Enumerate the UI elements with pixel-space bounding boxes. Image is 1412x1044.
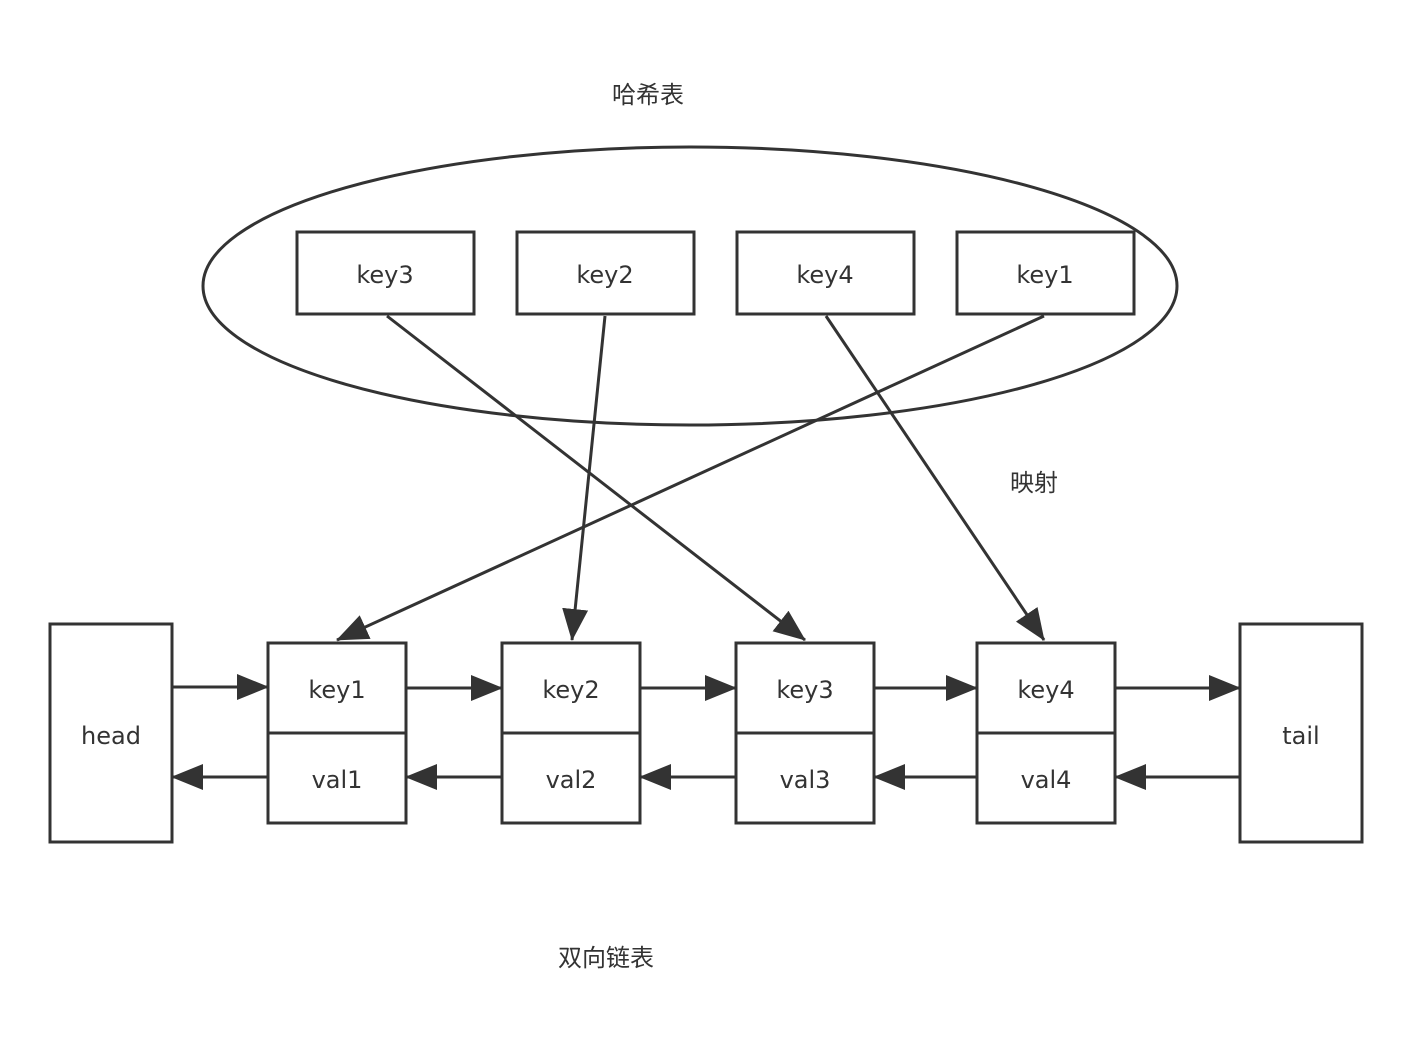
linked-list-title: 双向链表 — [558, 944, 654, 972]
hash-key-label: key3 — [356, 261, 413, 289]
hash-key-label: key2 — [576, 261, 633, 289]
hash-key-rect — [955, 230, 1136, 316]
node-key-label: key1 — [308, 676, 365, 704]
tail-rect — [1238, 622, 1364, 844]
node-key-label: key4 — [1017, 676, 1074, 704]
head-rect — [48, 622, 174, 844]
hash-key-box: key4 — [735, 230, 916, 316]
node-val-label: val2 — [546, 766, 597, 794]
hash-key-rect — [515, 230, 696, 316]
node-key-label: key2 — [542, 676, 599, 704]
tail-label: tail — [1282, 722, 1319, 750]
mapping-arrow-key2 — [562, 315, 607, 641]
hash-key-rect — [295, 230, 476, 316]
mapping-arrow-key4 — [824, 315, 1046, 641]
hash-key-box: key3 — [295, 230, 476, 316]
node-key-rect — [734, 641, 876, 735]
hash-table-title: 哈希表 — [612, 81, 684, 109]
node-val-rect — [975, 731, 1117, 825]
head-node: head — [48, 622, 174, 844]
hash-key-box: key1 — [955, 230, 1136, 316]
node-val-label: val4 — [1021, 766, 1072, 794]
mapping-arrow-key1 — [336, 314, 1045, 642]
mapping-arrow-key3 — [386, 314, 806, 642]
hash-key-label: key1 — [1016, 261, 1073, 289]
hash-key-rect — [735, 230, 916, 316]
node-val-rect — [266, 731, 408, 825]
node-val-label: val1 — [312, 766, 363, 794]
node-val-label: val3 — [780, 766, 831, 794]
tail-node: tail — [1238, 622, 1364, 844]
hash-key-label: key4 — [796, 261, 853, 289]
list-node: key3 val3 — [734, 641, 876, 825]
hash-table-ellipse — [201, 145, 1179, 427]
node-key-rect — [500, 641, 642, 735]
head-label: head — [81, 722, 141, 750]
hash-key-box: key2 — [515, 230, 696, 316]
list-node: key4 val4 — [975, 641, 1117, 825]
node-key-rect — [266, 641, 408, 735]
list-node: key1 val1 — [266, 641, 408, 825]
mapping-label: 映射 — [1010, 469, 1058, 497]
node-key-label: key3 — [776, 676, 833, 704]
list-node: key2 val2 — [500, 641, 642, 825]
